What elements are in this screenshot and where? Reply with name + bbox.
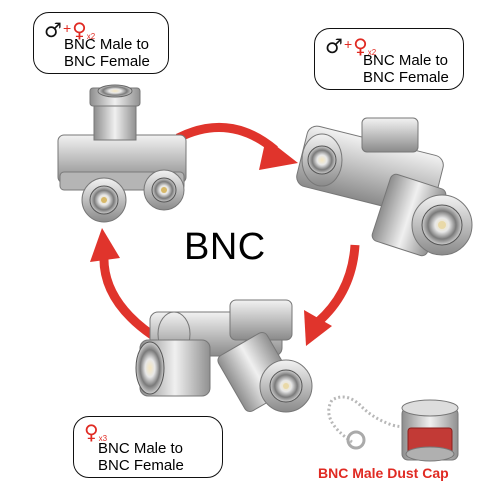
adapter-bottom: [135, 299, 313, 413]
callout-top-left: ♂+♀x2 BNC Male to BNC Female: [33, 12, 169, 74]
male-symbol-icon: ♂: [325, 34, 343, 58]
callout-bottom-left: ♀x3 BNC Male to BNC Female: [73, 416, 223, 478]
adapter-top-left: [57, 84, 187, 223]
gender-symbols: ♂+♀x2: [44, 18, 96, 42]
callout-line-2: BNC Female: [64, 53, 150, 70]
dust-cap-label: BNC Male Dust Cap: [318, 465, 449, 481]
female-symbol-icon: ♀: [72, 18, 87, 42]
gender-symbols: ♀x3: [84, 420, 108, 444]
arrow-right: [304, 244, 360, 346]
male-symbol-icon: ♂: [44, 18, 62, 42]
callout-line-1: BNC Male to: [98, 440, 184, 457]
callout-top-right: ♂+♀x2 BNC Male to BNC Female: [314, 28, 464, 90]
female-symbol-icon: ♀: [353, 34, 368, 58]
center-label: BNC: [184, 226, 266, 268]
callout-line-1: BNC Male to: [363, 52, 449, 69]
adapter-top-right: [296, 117, 473, 257]
gender-symbols: ♂+♀x2: [325, 34, 377, 58]
callout-line-2: BNC Female: [363, 69, 449, 86]
callout-line-1: BNC Male to: [64, 36, 150, 53]
dust-cap: [327, 395, 459, 462]
arrow-left: [90, 228, 155, 339]
callout-line-2: BNC Female: [98, 457, 184, 474]
arrow-top: [175, 123, 298, 170]
female-symbol-icon: ♀: [84, 420, 99, 444]
